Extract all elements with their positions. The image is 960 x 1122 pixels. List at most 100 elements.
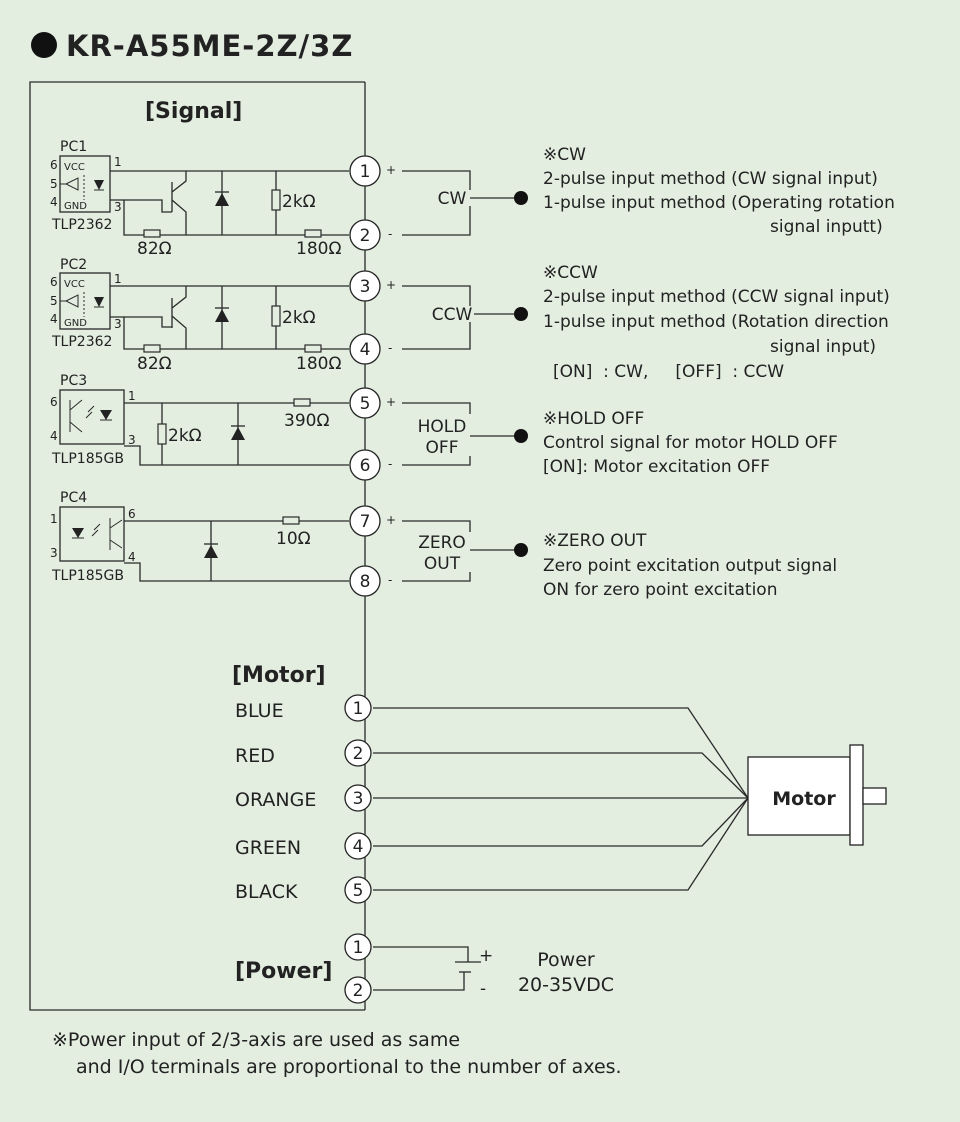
power-section-title: [Power] (235, 959, 332, 984)
signal-group-zero-out: ZERO OUT (402, 520, 528, 582)
svg-text:2: 2 (360, 226, 371, 246)
svg-text:5: 5 (353, 881, 364, 901)
desc-cw-line: signal inputt) (770, 217, 883, 237)
svg-text:4: 4 (360, 340, 371, 360)
desc-hold-line: [ON]: Motor excitation OFF (543, 457, 770, 477)
motor-terminal-2: 2 (344, 739, 372, 767)
group-label-zero: ZERO (418, 533, 466, 553)
optocoupler-pc2: PC2 VCC GND 6 5 4 1 3 TLP2362 2kΩ 82Ω 18… (50, 257, 349, 374)
power-terminal-2: 2 (344, 976, 372, 1004)
pc2-resistor-2k: 2kΩ (282, 308, 316, 328)
svg-text:1: 1 (360, 162, 371, 182)
page-title: KR-A55ME-2Z/3Z (66, 29, 353, 63)
power-terminals: + - 1 2 Power 20-35VDC (344, 933, 614, 1004)
footnote-line-1: ※Power input of 2/3-axis are used as sam… (52, 1029, 460, 1051)
signal-group-ccw: CCW (402, 285, 528, 350)
svg-text:2: 2 (353, 744, 364, 764)
footnote-line-2: and I/O terminals are proportional to th… (76, 1056, 622, 1078)
group-label-off: OFF (426, 438, 459, 458)
desc-hold-line: Control signal for motor HOLD OFF (543, 433, 838, 453)
svg-text:3: 3 (360, 277, 371, 297)
pc1-name: PC1 (60, 139, 87, 155)
desc-cw-line: 1-pulse input method (Operating rotation (543, 193, 895, 213)
plus-mark: + (386, 163, 396, 177)
desc-ccw-line: signal input) (770, 337, 876, 357)
optocoupler-pc3: PC3 6 4 1 3 TLP185GB 2kΩ 390Ω (50, 373, 349, 467)
pc1-part: TLP2362 (51, 217, 112, 233)
motor-icon: Motor (747, 744, 887, 846)
pc1-pin6: 6 (50, 158, 58, 172)
pc1-resistor-180: 180Ω (296, 239, 341, 259)
pc4-name: PC4 (60, 490, 87, 506)
pc1-resistor-2k: 2kΩ (282, 192, 316, 212)
signal-terminal-4: 4 (349, 333, 381, 365)
signal-terminal-5: 5 (349, 387, 381, 419)
signal-section-title: [Signal] (145, 99, 242, 124)
description-cw: ※CW 2-pulse input method (CW signal inpu… (543, 145, 895, 237)
svg-text:4: 4 (353, 837, 364, 857)
power-plus-mark: + (479, 946, 493, 966)
controller-box (29, 81, 365, 1011)
motor-terminal-3: 3 (344, 784, 372, 812)
svg-text:8: 8 (360, 572, 371, 592)
motor-section-title: [Motor] (232, 663, 326, 688)
pc1-pin5: 5 (50, 177, 58, 191)
pc4-pin4: 4 (128, 550, 136, 564)
pc4-resistor-10: 10Ω (276, 529, 311, 549)
minus-mark: - (388, 341, 392, 355)
power-label: Power (537, 949, 595, 971)
description-ccw: ※CCW 2-pulse input method (CCW signal in… (543, 263, 890, 382)
wire-color-orange: ORANGE (235, 789, 316, 811)
pc2-vcc: VCC (64, 279, 85, 290)
motor-wires: BLUE RED ORANGE GREEN BLACK 1 2 3 4 5 (235, 694, 749, 904)
pc2-gnd: GND (64, 318, 87, 329)
pc4-pin3: 3 (50, 546, 58, 560)
svg-text:2: 2 (353, 981, 364, 1001)
signal-terminal-7: 7 (349, 505, 381, 537)
pc3-resistor-2k: 2kΩ (168, 426, 202, 446)
svg-text:3: 3 (353, 789, 364, 809)
pc3-resistor-390: 390Ω (284, 411, 329, 431)
pc3-pin4: 4 (50, 429, 58, 443)
group-label-ccw: CCW (432, 305, 473, 325)
pc2-pin3: 3 (114, 317, 122, 331)
desc-ccw-line: 2-pulse input method (CCW signal input) (543, 287, 890, 307)
wire-color-blue: BLUE (235, 700, 284, 722)
pc4-pin1: 1 (50, 512, 58, 526)
desc-hold-title: ※HOLD OFF (543, 409, 644, 429)
plus-mark: + (386, 513, 396, 527)
wire-color-black: BLACK (235, 881, 298, 903)
motor-terminal-1: 1 (344, 694, 372, 722)
pc1-pin1: 1 (114, 155, 122, 169)
signal-terminal-8: 8 (349, 565, 381, 597)
desc-ccw-onoff: [ON] : CW, [OFF] : CCW (553, 362, 784, 382)
signal-terminal-2: 2 (349, 219, 381, 251)
svg-text:7: 7 (360, 512, 371, 532)
description-zero-out: ※ZERO OUT Zero point excitation output s… (543, 531, 837, 600)
pc1-pin3: 3 (114, 200, 122, 214)
polarity-marks: + - + - + - + - (386, 163, 396, 587)
svg-text:1: 1 (353, 938, 364, 958)
signal-terminal-1: 1 (349, 155, 381, 187)
pc2-pin6: 6 (50, 275, 58, 289)
motor-label: Motor (772, 788, 836, 810)
group-label-cw: CW (438, 189, 467, 209)
signal-terminals: 1 2 3 4 5 6 7 8 (349, 155, 381, 597)
svg-text:6: 6 (360, 456, 371, 476)
pc1-vcc: VCC (64, 162, 85, 173)
desc-cw-title: ※CW (543, 145, 586, 165)
motor-terminal-5: 5 (344, 876, 372, 904)
motor-terminal-4: 4 (344, 832, 372, 860)
signal-group-cw: CW (402, 170, 528, 236)
pc1-resistor-82: 82Ω (137, 239, 172, 259)
minus-mark: - (388, 457, 392, 471)
pc4-pin6: 6 (128, 507, 136, 521)
power-minus-mark: - (480, 979, 486, 999)
plus-mark: + (386, 278, 396, 292)
group-label-out: OUT (424, 554, 461, 574)
pc3-pin1: 1 (128, 389, 136, 403)
pc4-part: TLP185GB (51, 568, 124, 584)
pc2-name: PC2 (60, 257, 87, 273)
desc-zero-title: ※ZERO OUT (543, 531, 647, 551)
